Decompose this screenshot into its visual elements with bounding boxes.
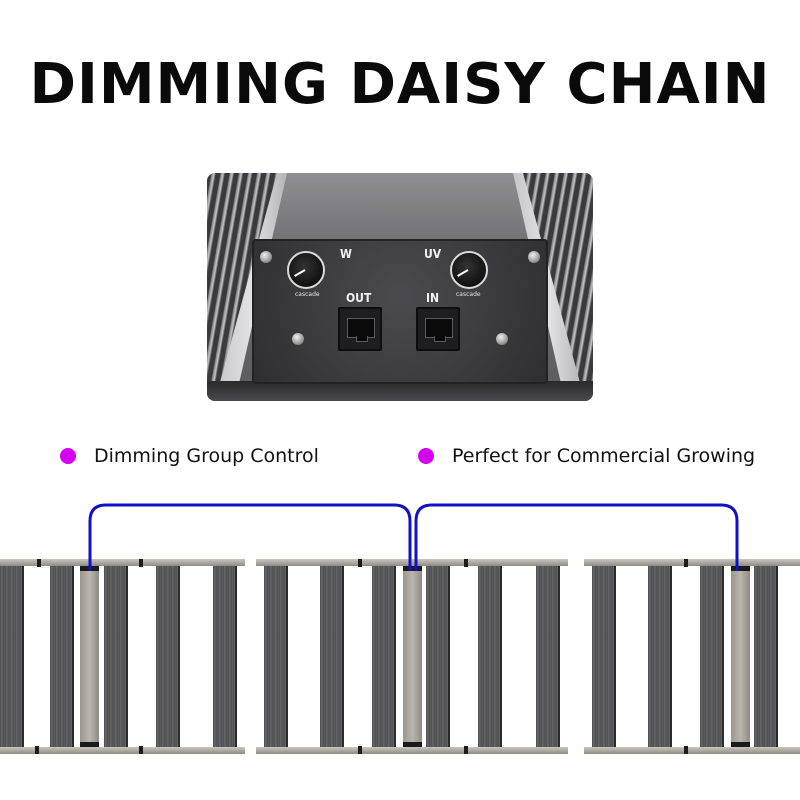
led-bar: [372, 566, 396, 747]
led-bar: [592, 566, 616, 747]
led-bar: [156, 566, 180, 747]
led-bar: [0, 566, 24, 747]
cable-1-to-2: [88, 503, 412, 571]
led-bar: [426, 566, 450, 747]
w-dimmer-knob[interactable]: [287, 251, 325, 289]
bottom-rail: [256, 747, 568, 754]
led-bar: [754, 566, 778, 747]
daisy-chain-diagram: [0, 495, 800, 765]
led-bar: [264, 566, 288, 747]
top-rail: [584, 559, 800, 566]
w-knob-label: W: [340, 247, 352, 261]
screw-icon: [496, 333, 508, 345]
w-knob-sublabel: cascade: [295, 291, 320, 298]
driver-box: [731, 566, 750, 747]
screw-icon: [528, 251, 540, 263]
uv-knob-label: UV: [424, 247, 442, 261]
top-rail: [256, 559, 568, 566]
led-bar: [320, 566, 344, 747]
product-photo: W cascade UV cascade OUT IN: [207, 173, 593, 401]
screw-icon: [292, 333, 304, 345]
uv-knob-sublabel: cascade: [456, 291, 481, 298]
light-fixture-2: [256, 559, 568, 754]
cable-2-to-3: [414, 503, 739, 571]
page-title: DIMMING DAISY CHAIN: [29, 52, 771, 117]
led-bar: [213, 566, 237, 747]
bullet-dot-icon: [418, 448, 434, 464]
led-bar: [104, 566, 128, 747]
led-bar: [50, 566, 74, 747]
fixture-bottom: [207, 381, 593, 401]
screw-icon: [260, 251, 272, 263]
feature-item: Dimming Group Control: [60, 445, 319, 467]
uv-dimmer-knob[interactable]: [450, 251, 488, 289]
bullet-dot-icon: [60, 448, 76, 464]
rj45-in-port[interactable]: [416, 307, 460, 351]
out-port-label: OUT: [346, 291, 372, 305]
led-bar: [536, 566, 560, 747]
rj45-out-port[interactable]: [338, 307, 382, 351]
light-fixture-1: [0, 559, 245, 754]
control-panel: W cascade UV cascade OUT IN: [252, 239, 548, 384]
bottom-rail: [584, 747, 800, 754]
led-bar: [648, 566, 672, 747]
daisy-chain-cables: [88, 503, 739, 571]
in-port-label: IN: [426, 291, 440, 305]
bottom-rail: [0, 747, 245, 754]
led-bar: [700, 566, 724, 747]
led-bar: [478, 566, 502, 747]
feature-label: Dimming Group Control: [94, 445, 319, 467]
driver-box: [403, 566, 422, 747]
top-rail: [0, 559, 245, 566]
light-fixture-3: [584, 559, 800, 754]
feature-item: Perfect for Commercial Growing: [418, 445, 755, 467]
feature-label: Perfect for Commercial Growing: [452, 445, 756, 467]
